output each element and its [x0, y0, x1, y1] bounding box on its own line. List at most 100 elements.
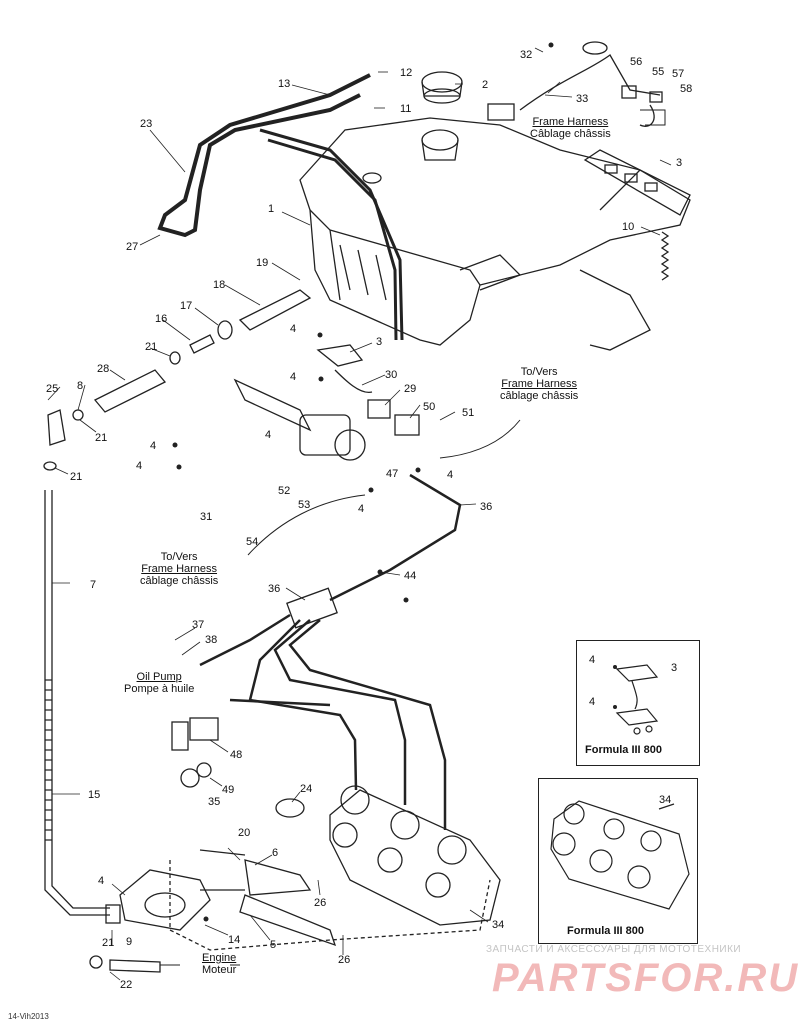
callout-4: 4	[290, 371, 296, 383]
callout-21: 21	[95, 432, 107, 444]
callout-5: 5	[270, 939, 276, 951]
wiring-harness	[199, 473, 462, 830]
callout-54: 54	[246, 536, 258, 548]
callout-4: 4	[265, 429, 271, 441]
callout-52: 52	[278, 485, 290, 497]
callout-37: 37	[192, 619, 204, 631]
callout-36: 36	[268, 583, 280, 595]
callout-4: 4	[98, 875, 104, 887]
callout-16: 16	[155, 313, 167, 325]
clamp	[275, 798, 305, 818]
callout-4: 4	[136, 460, 142, 472]
pulse-hoses	[199, 849, 337, 947]
callout-29: 29	[404, 383, 416, 395]
frame-harness-fr: câblage châssis	[140, 575, 219, 587]
callout-4: 4	[447, 469, 453, 481]
callout-9: 9	[126, 936, 132, 948]
callout-1: 1	[268, 203, 274, 215]
callout-30: 30	[385, 369, 397, 381]
callout-14: 14	[228, 934, 240, 946]
inset-formula-iii-800-carburetors: 34 Formula III 800	[538, 778, 698, 944]
callout-47: 47	[386, 468, 398, 480]
callout-48: 48	[230, 749, 242, 761]
inset-callout-34: 34	[659, 794, 671, 806]
frame-harness-label-left: To/Vers Frame Harness câblage châssis	[140, 551, 218, 587]
callout-38: 38	[205, 634, 217, 646]
callout-26: 26	[314, 897, 326, 909]
inset-caption: Formula III 800	[567, 925, 645, 937]
callout-8: 8	[77, 380, 83, 392]
callout-44: 44	[404, 570, 416, 582]
frame-harness-en: Frame Harness	[501, 378, 578, 390]
callout-35: 35	[208, 796, 220, 808]
callout-56: 56	[630, 56, 642, 68]
callout-22: 22	[120, 979, 132, 991]
callout-31: 31	[200, 511, 212, 523]
callout-53: 53	[298, 499, 310, 511]
callout-18: 18	[213, 279, 225, 291]
callout-6: 6	[272, 847, 278, 859]
engine-label: Engine Moteur	[202, 952, 236, 976]
callout-17: 17	[180, 300, 192, 312]
callout-4: 4	[290, 323, 296, 335]
spring	[660, 231, 670, 281]
callout-23: 23	[140, 118, 152, 130]
callout-57: 57	[672, 68, 684, 80]
fuel-line	[259, 128, 404, 341]
frame-harness-label-right: To/Vers Frame Harness câblage châssis	[500, 366, 578, 402]
oil-pump-fr: Pompe à huile	[124, 683, 195, 695]
oil-pump-en: Oil Pump	[136, 671, 182, 683]
callout-10: 10	[622, 221, 634, 233]
callout-12: 12	[400, 67, 412, 79]
diagram-code: 14-Vih2013	[8, 1012, 49, 1021]
frame-harness-en: Frame Harness	[141, 563, 218, 575]
callout-20: 20	[238, 827, 250, 839]
callout-21: 21	[70, 471, 82, 483]
callout-15: 15	[88, 789, 100, 801]
frame-harness-fr: câblage châssis	[500, 390, 579, 402]
callout-26: 26	[338, 954, 350, 966]
long-hose	[44, 490, 110, 916]
harness-connector	[286, 587, 338, 629]
fuel-pump	[89, 869, 211, 973]
inset-callout-4: 4	[589, 696, 595, 708]
inset-callout-4: 4	[589, 654, 595, 666]
callout-34: 34	[492, 919, 504, 931]
fuel-tank-cap	[421, 71, 463, 104]
heated-grip-switch	[233, 344, 420, 461]
callout-36: 36	[480, 501, 492, 513]
frame-harness-label-top: Frame Harness Câblage châssis	[530, 116, 611, 140]
callout-28: 28	[97, 363, 109, 375]
callout-33: 33	[576, 93, 588, 105]
inset-carburetor-drawing: 34	[550, 794, 690, 910]
callout-32: 32	[520, 49, 532, 61]
hardware-fasteners	[172, 42, 554, 922]
callout-3: 3	[676, 157, 682, 169]
fuel-sender-wiring	[487, 41, 663, 127]
callout-21: 21	[102, 937, 114, 949]
arrows	[160, 109, 666, 966]
callout-2: 2	[482, 79, 488, 91]
callout-25: 25	[46, 383, 58, 395]
callout-27: 27	[126, 241, 138, 253]
callout-58: 58	[680, 83, 692, 95]
frame-harness-fr: Câblage châssis	[530, 128, 611, 140]
engine-en: Engine	[202, 952, 237, 964]
callout-24: 24	[300, 783, 312, 795]
callout-4: 4	[150, 440, 156, 452]
oil-pump-label: Oil Pump Pompe à huile	[124, 671, 194, 695]
callout-19: 19	[256, 257, 268, 269]
callout-13: 13	[278, 78, 290, 90]
watermark-logo: PARTSFOR.RU	[492, 956, 800, 1000]
to-vers: To/Vers	[520, 366, 558, 378]
callout-55: 55	[652, 66, 664, 78]
inset-caption: Formula III 800	[585, 744, 663, 756]
callout-49: 49	[222, 784, 234, 796]
callout-11: 11	[400, 103, 411, 115]
oil-pump-connector	[171, 717, 219, 788]
to-vers: To/Vers	[160, 551, 198, 563]
frame-harness-en: Frame Harness	[532, 116, 609, 128]
tank-strap	[583, 149, 691, 216]
callout-21: 21	[145, 341, 157, 353]
